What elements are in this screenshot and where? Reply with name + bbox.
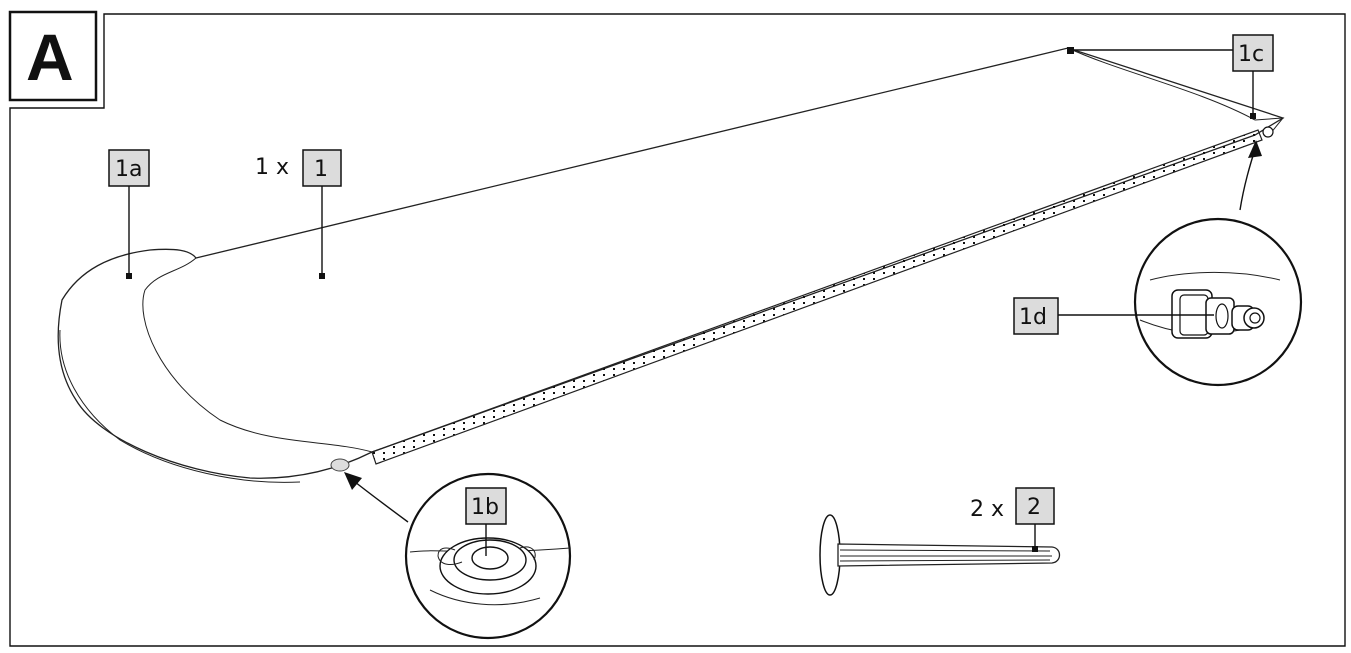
svg-text:1c: 1c [1238,42,1264,67]
stake-part: 2 x 2 [819,487,1061,596]
svg-text:1b: 1b [471,495,499,520]
detail-valve-1b: 1b [344,472,572,640]
slide-mat [57,47,1285,483]
svg-text:1d: 1d [1019,305,1047,330]
label-main-part: 1 x 1 [255,149,342,279]
label-1a: 1a [108,149,150,279]
stake-quantity: 2 x [970,497,1004,522]
svg-text:1a: 1a [115,157,142,182]
stake-label: 2 [1027,495,1041,520]
label-1c: 1c [1067,34,1274,119]
section-letter: A [26,20,74,94]
detail-valve-1d: 1d [1013,140,1303,387]
outer-frame [8,10,1346,647]
main-part-quantity: 1 x [255,155,289,180]
main-part-label: 1 [314,157,328,182]
